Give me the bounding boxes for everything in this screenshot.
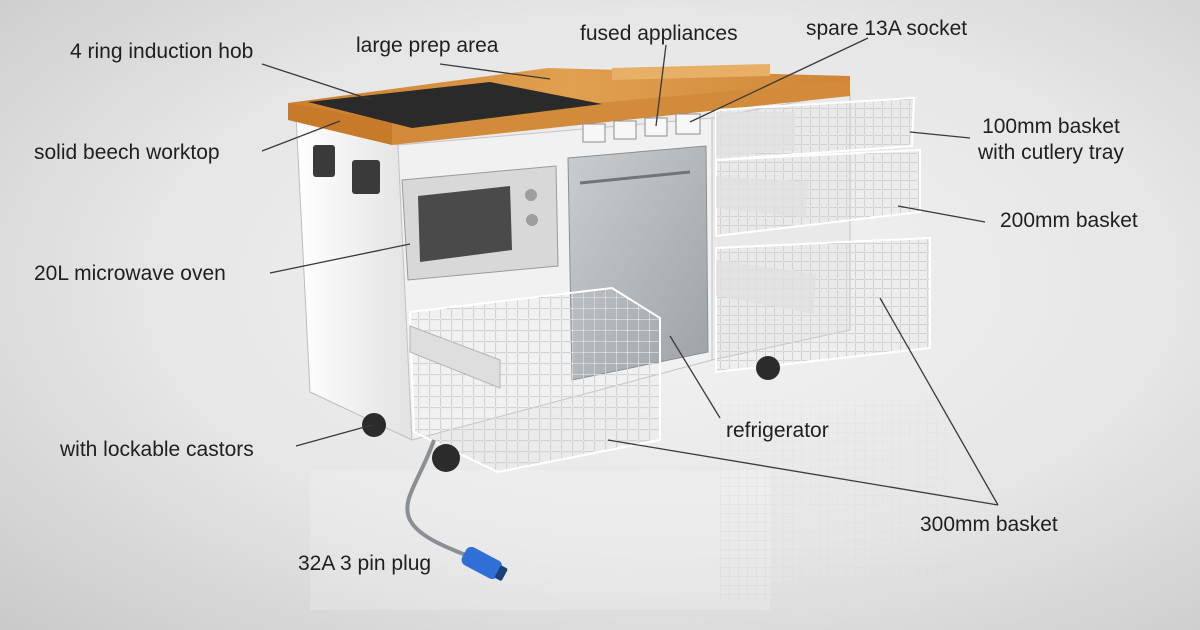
chopping-board: [612, 64, 770, 80]
leader-worktop: [261, 120, 341, 152]
label-beech-worktop: solid beech worktop: [34, 141, 220, 164]
basket-300mm-front: [408, 286, 661, 474]
socket-panel: [582, 113, 701, 143]
microwave-oven: [401, 165, 559, 281]
label-plug: 32A 3 pin plug: [298, 552, 432, 575]
left-handle-2: [352, 160, 380, 194]
leader-fused: [655, 44, 667, 127]
label-fused-appliances: fused appliances: [580, 22, 738, 45]
label-microwave: 20L microwave oven: [34, 262, 226, 285]
basket-200mm: [715, 148, 921, 238]
leader-prep: [439, 63, 551, 80]
castors: [362, 356, 780, 472]
label-basket-300mm: 300mm basket: [920, 513, 1058, 536]
left-handle-1: [313, 145, 335, 177]
leader-microwave: [269, 243, 411, 274]
label-induction-hob: 4 ring induction hob: [70, 40, 254, 63]
label-spare-socket: spare 13A socket: [806, 17, 968, 40]
leader-basket200: [897, 205, 986, 223]
blue-plug: [461, 546, 508, 581]
label-basket-100mm-line1: 100mm basket: [982, 115, 1120, 138]
leader-basket100: [909, 131, 971, 139]
leader-socket: [689, 37, 869, 123]
power-cable: [405, 439, 508, 581]
floor-reflection: [310, 400, 950, 610]
label-basket-200mm: 200mm basket: [1000, 209, 1138, 232]
leader-hob: [261, 63, 373, 101]
leader-fridge: [669, 335, 721, 419]
right-baskets: [715, 96, 931, 374]
leader-lines: [261, 37, 999, 506]
label-prep-area: large prep area: [356, 34, 499, 57]
label-basket-100mm: 100mm basket with cutlery tray: [978, 114, 1124, 167]
left-side-panel: [295, 114, 413, 441]
basket-300mm-right: [715, 236, 931, 374]
label-castors: with lockable castors: [60, 438, 254, 461]
leader-basket300-b: [879, 297, 999, 506]
leader-basket300-a: [607, 439, 999, 506]
label-refrigerator: refrigerator: [726, 419, 829, 442]
induction-hob: [308, 82, 602, 128]
leader-castors: [295, 424, 373, 447]
label-basket-100mm-line2: with cutlery tray: [978, 141, 1124, 165]
